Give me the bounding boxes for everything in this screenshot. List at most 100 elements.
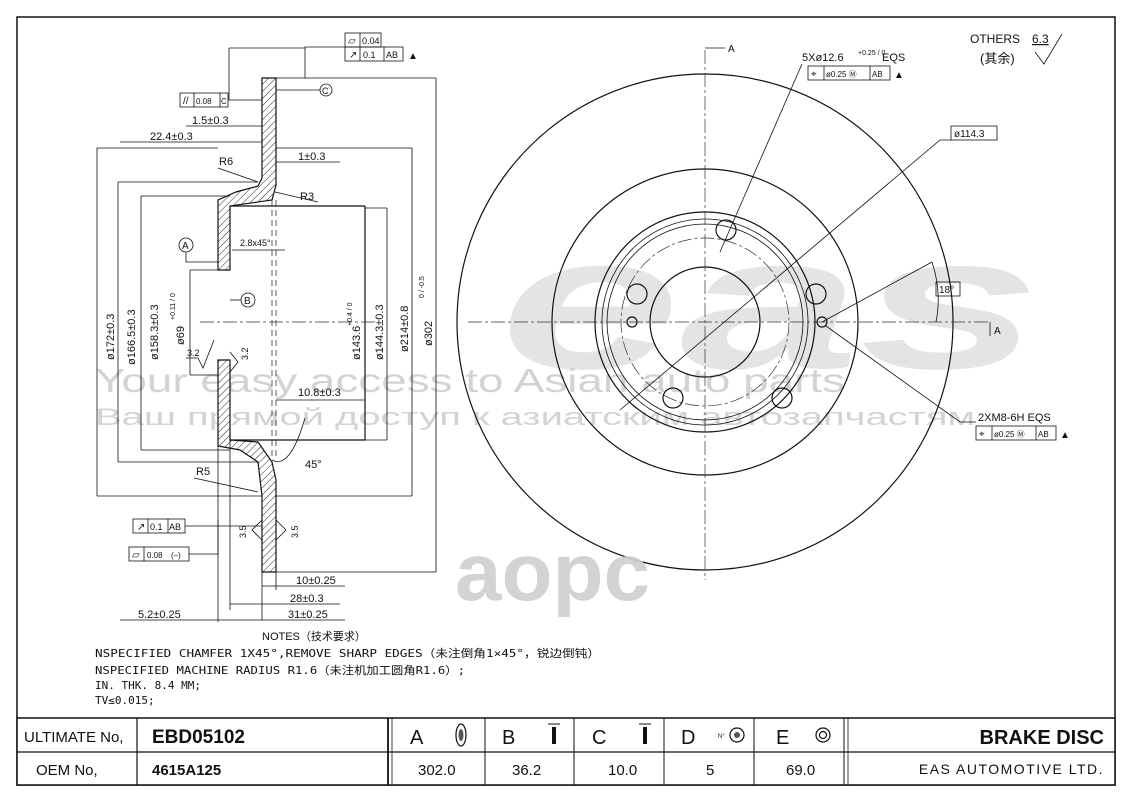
- parallel-datum: C: [221, 97, 227, 106]
- disc-diameter-icon: [455, 723, 467, 747]
- notes-block: NOTES（技术要求） NSPECIFIED CHAMFER 1X45°,REM…: [95, 630, 600, 707]
- thread-fcf: ø0.25 Ⓜ: [994, 430, 1025, 439]
- company-name: EAS AUTOMOTIVE LTD.: [919, 761, 1104, 777]
- surface-finish-note: OTHERS 6.3 (其余): [970, 32, 1063, 66]
- bolt-hole-1: [715, 219, 737, 241]
- runout2-icon: ↗: [137, 522, 145, 533]
- col-b-letter: B: [502, 727, 515, 749]
- dim-dia-172: ø172±0.3: [105, 314, 117, 360]
- pcd-label: ø114.3: [954, 129, 985, 140]
- center-bore-icon: [815, 727, 831, 743]
- fcf-bottom: ↗ 0.1 AB ⏥ 0.08 (–): [128, 518, 262, 562]
- bolt-holes-icon: N°: [718, 727, 745, 743]
- col-c-value: 10.0: [608, 762, 637, 779]
- oem-value: 4615A125: [152, 762, 221, 779]
- runout-value: 0.1: [363, 50, 376, 60]
- dim-dia-166-5: ø166.5±0.3: [126, 309, 138, 365]
- holes-fcf: ø0.25 Ⓜ: [826, 70, 857, 79]
- dim-r3: R3: [300, 191, 314, 203]
- surface-finish-symbol: [1034, 33, 1063, 65]
- dim-dia-302: ø302: [423, 321, 435, 346]
- section-view: ⏥ 0.04 ↗ 0.1 AB ▲ C // 0.08 C 1.5±0.3 22…: [96, 32, 437, 622]
- thread-label: 2XM8-6H EQS: [978, 412, 1051, 424]
- bolt-hole-4: [662, 387, 684, 409]
- thread-triangle-icon: ▲: [1060, 430, 1070, 441]
- dim-dia-143-6-tol: +0.4 / 0: [347, 302, 354, 326]
- surface-value: 6.3: [1032, 32, 1049, 46]
- rough-3-2-b: 3.2: [240, 347, 250, 360]
- surface-others-cn: (其余): [980, 51, 1015, 66]
- disc-section-upper: [217, 77, 277, 271]
- watermark-brand: eas: [500, 197, 1040, 409]
- fcf-top: ⏥ 0.04 ↗ 0.1 AB ▲ C // 0.08 C: [179, 32, 418, 108]
- flatness2-icon: ⏥: [132, 550, 140, 561]
- holes-datum: AB: [872, 70, 883, 79]
- flat2-value: 0.08: [147, 551, 163, 560]
- col-c-letter: C: [592, 727, 606, 749]
- dim-chamfer: 2.8x45°: [240, 238, 271, 248]
- vertical-dims: ø172±0.3 ø166.5±0.3 ø158.3±0.3 ø69 +0.11…: [96, 77, 437, 573]
- datum-a-label: A: [182, 241, 189, 252]
- col-d-letter: D: [681, 727, 695, 749]
- col-e-value: 69.0: [786, 762, 815, 779]
- bolt-hole-2: [805, 283, 827, 305]
- holes-triangle-icon: ▲: [894, 70, 904, 81]
- bolt-hole-5: [626, 283, 648, 305]
- note-line-3: IN. THK. 8.4 MM;: [95, 679, 201, 692]
- thread-datum: AB: [1038, 430, 1049, 439]
- flatness-value: 0.04: [362, 36, 380, 46]
- front-view: A A 5Xø12.6 +0.25 / 0 EQS ⌖ ø0.25 Ⓜ AB ▲…: [456, 44, 1070, 580]
- rough-3-2-a: 3.2: [187, 348, 200, 358]
- angle-label: 18°: [939, 285, 954, 296]
- bottom-dims: 10±0.25 28±0.3 31±0.25 5.2±0.25: [120, 440, 345, 622]
- holes-tol: +0.25 / 0: [858, 50, 886, 57]
- top-dims: 1.5±0.3 22.4±0.3 R6 1±0.3 R3 2.8x45°: [120, 115, 340, 251]
- watermark-group: eas Your easy access to Asian auto parts…: [95, 197, 1040, 431]
- roughness-symbol-3: [251, 519, 263, 541]
- flat2-note: (–): [171, 551, 181, 560]
- runout2-datum: AB: [169, 522, 181, 532]
- dim-1-5: 1.5±0.3: [192, 115, 229, 127]
- col-d-value: 5: [706, 762, 714, 779]
- friction-face-hidden: [271, 200, 277, 460]
- note-line-1: NSPECIFIED CHAMFER 1X45°,REMOVE SHARP ED…: [95, 646, 600, 660]
- ultimate-value: EBD05102: [152, 727, 245, 748]
- dim-5-2: 5.2±0.25: [138, 609, 181, 621]
- col-a-value: 302.0: [418, 762, 456, 779]
- datum-b-label: B: [244, 296, 251, 307]
- dim-dia-69-tol: +0.11 / 0: [170, 293, 177, 320]
- col-e-letter: E: [776, 727, 789, 749]
- dim-r6: R6: [219, 156, 233, 168]
- roughness-symbol-4: [275, 519, 287, 541]
- dim-r5: R5: [196, 466, 210, 478]
- dim-10: 10±0.25: [296, 575, 336, 587]
- title-table: ULTIMATE No, EBD05102 OEM No, 4615A125 A…: [16, 717, 1116, 786]
- product-title: BRAKE DISC: [980, 727, 1104, 749]
- roughness-symbol-1: [186, 339, 215, 369]
- col-a-letter: A: [410, 727, 424, 749]
- surface-others-label: OTHERS: [970, 32, 1020, 46]
- runout-triangle-icon: ▲: [408, 51, 418, 62]
- flatness-icon: ⏥: [348, 36, 356, 47]
- roughness-symbol-2: [229, 351, 239, 373]
- section-mark-right: A: [994, 326, 1001, 337]
- watermark-line-1: Your easy access to Asian auto parts: [95, 362, 845, 399]
- holes-eqs: EQS: [882, 52, 905, 64]
- parallel-icon: //: [183, 96, 189, 107]
- parallel-value: 0.08: [196, 97, 212, 106]
- dim-dia-214: ø214±0.8: [399, 306, 411, 352]
- holes-label: 5Xø12.6: [802, 52, 844, 64]
- runout-datum: AB: [386, 50, 398, 60]
- dim-1: 1±0.3: [298, 151, 325, 163]
- col-b-value: 36.2: [512, 762, 541, 779]
- dim-10-8: 10.8±0.3: [298, 387, 341, 399]
- rough-3-5-b: 3.5: [290, 525, 300, 538]
- dim-dia-302-tol: 0 / -0.5: [419, 276, 426, 298]
- dim-31: 31±0.25: [288, 609, 328, 621]
- dim-22-4: 22.4±0.3: [150, 131, 193, 143]
- bolt-hole-3: [771, 387, 793, 409]
- ultimate-label: ULTIMATE No,: [24, 729, 123, 746]
- notes-title: NOTES（技术要求）: [262, 630, 366, 643]
- oem-label: OEM No,: [36, 762, 98, 779]
